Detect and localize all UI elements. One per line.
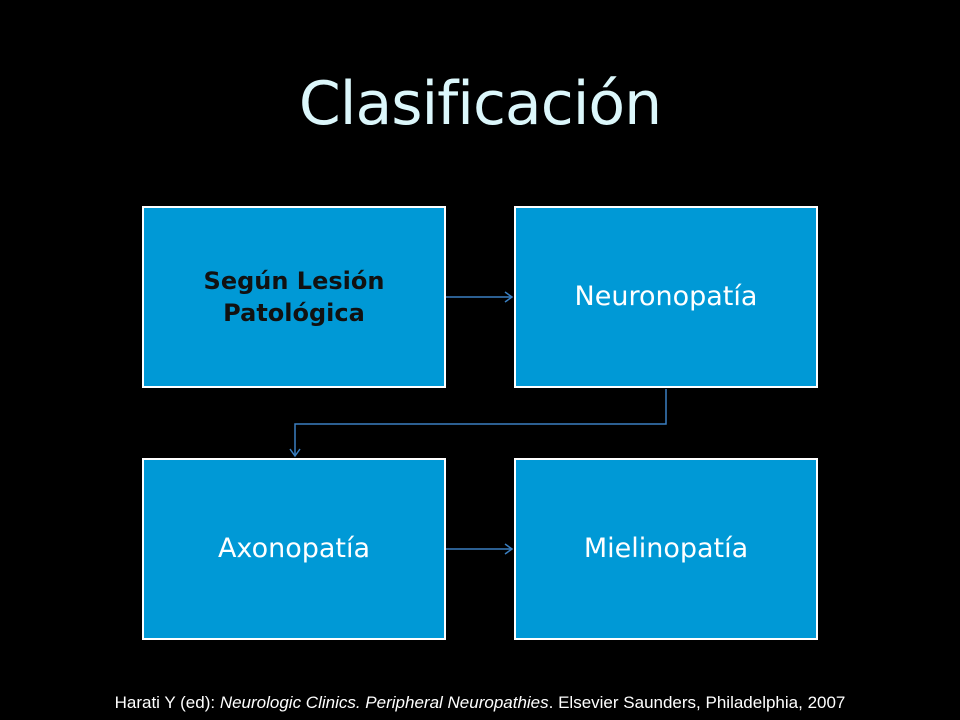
citation-prefix: Harati Y (ed): (114, 693, 220, 712)
box-label: Neuronopatía (574, 281, 758, 312)
arrowhead-2-3 (289, 448, 301, 458)
citation: Harati Y (ed): Neurologic Clinics. Perip… (0, 692, 960, 714)
arrowhead-1-2 (504, 291, 514, 303)
box-axonopatia: Axonopatía (142, 458, 446, 640)
connector-arrow-2-3 (294, 389, 667, 456)
box-label: Mielinopatía (583, 533, 749, 564)
box-neuronopatia: Neuronopatía (514, 206, 818, 388)
box-mielinopatia: Mielinopatía (514, 458, 818, 640)
arrowhead-3-4 (504, 543, 514, 555)
slide-title: Clasificación (298, 69, 662, 139)
box-label: Axonopatía (217, 533, 371, 564)
citation-suffix: . Elsevier Saunders, Philadelphia, 2007 (548, 693, 846, 712)
citation-journal: Neurologic Clinics. Peripheral Neuropath… (219, 693, 549, 712)
box-segun-lesion-patologica: Según Lesión Patológica (142, 206, 446, 388)
box-label: Según Lesión Patológica (203, 267, 385, 327)
